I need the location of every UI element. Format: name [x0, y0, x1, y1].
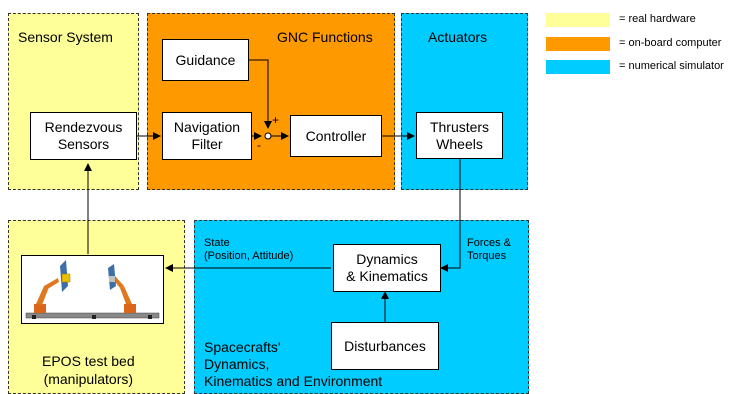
label-plus-sign: + — [272, 113, 280, 127]
region-title-epos: EPOS test bed (manipulators) — [42, 353, 135, 387]
arrow-guidance-to-junction — [249, 59, 272, 129]
summing-junction — [264, 132, 272, 140]
block-thrusters-wheels: Thrusters Wheels — [416, 112, 503, 159]
block-controller: Controller — [290, 115, 382, 157]
region-title-gnc-functions: GNC Functions — [277, 29, 373, 45]
legend-swatch-onboard — [546, 37, 610, 51]
legend-label-simulator: = numerical simulator — [619, 60, 724, 72]
legend-label-onboard: = on-board computer — [619, 37, 722, 49]
arrow-thrusters-to-dynamics — [440, 159, 461, 272]
region-title-sensor-system: Sensor System — [18, 29, 113, 45]
block-guidance: Guidance — [162, 39, 249, 81]
block-dynamics-kinematics: Dynamics & Kinematics — [333, 244, 441, 292]
legend-swatch-hardware — [546, 13, 610, 27]
region-title-simulator: Spacecrafts' Dynamics, Kinematics and En… — [204, 339, 383, 389]
block-navigation-filter: Navigation Filter — [162, 112, 252, 160]
label-forces-torques: Forces & Torques — [467, 237, 512, 262]
legend-label-hardware: = real hardware — [619, 13, 696, 25]
region-actuators — [401, 13, 528, 190]
block-rendezvous-sensors: Rendezvous Sensors — [30, 112, 137, 160]
region-title-actuators: Actuators — [428, 29, 488, 45]
legend-swatch-simulator — [546, 60, 610, 74]
label-minus-sign: - — [257, 138, 261, 152]
label-state: State (Position, Attitude) — [204, 237, 294, 262]
block-disturbances: Disturbances — [331, 322, 439, 370]
region-sensor-system — [8, 13, 139, 190]
robot-manipulators-icon — [21, 255, 164, 324]
